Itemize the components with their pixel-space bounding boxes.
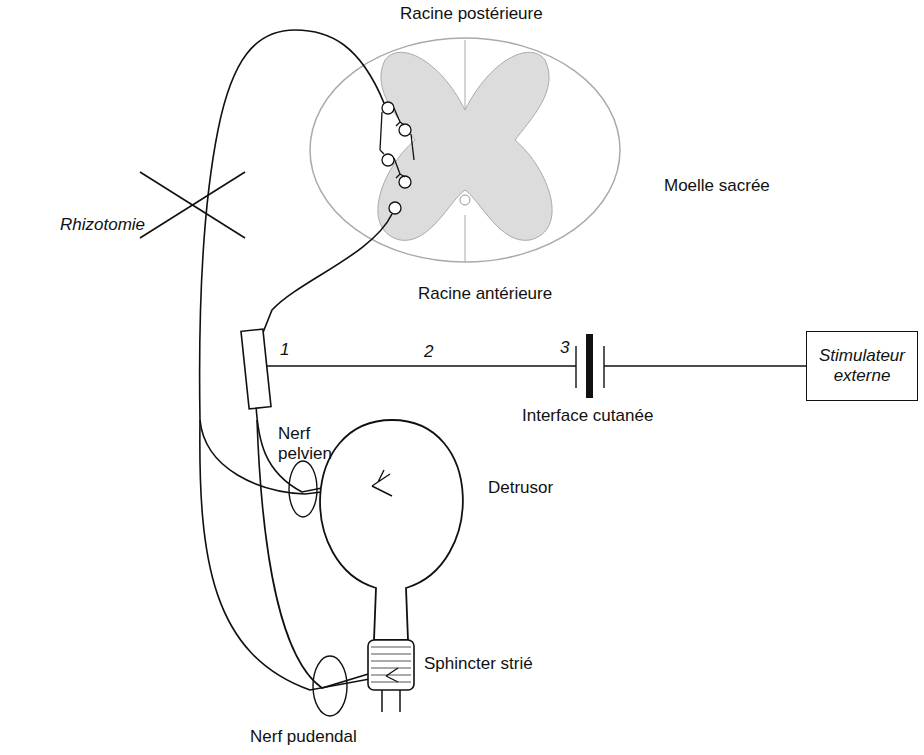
urethra	[381, 690, 383, 712]
procedure-label: Rhizotomie	[60, 215, 145, 235]
rhizotomy-cross	[140, 172, 245, 238]
external-cable	[604, 365, 806, 366]
striated-sphincter	[368, 640, 414, 690]
median-sulcus	[465, 40, 466, 110]
urethra	[399, 690, 401, 712]
callout-number: 3	[560, 338, 569, 358]
interface-plate	[575, 346, 576, 388]
part-label: Moelle sacrée	[664, 176, 770, 196]
implanted-electrode	[241, 329, 271, 409]
skin	[586, 334, 593, 398]
sphincter-nerve-endings	[386, 668, 398, 682]
neurons	[382, 102, 411, 214]
interface-plate	[603, 346, 604, 388]
organ-label: Sphincter strié	[424, 654, 533, 674]
nerve-label: Nerf pudendal	[250, 727, 357, 747]
central-canal	[460, 195, 470, 205]
electrode-cable	[267, 365, 576, 366]
pelvic-nerve-bundle	[289, 461, 317, 517]
bladder-detrusor	[320, 420, 463, 640]
median-fissure	[465, 215, 466, 262]
anterior-root	[262, 214, 392, 335]
organ-label: Detrusor	[488, 478, 553, 498]
synapses	[380, 108, 414, 178]
callout-number: 1	[280, 340, 289, 360]
box-text: Stimulateur externe	[814, 346, 910, 387]
part-label: Interface cutanée	[522, 406, 653, 426]
nerve-label: Nerf pelvien	[278, 424, 338, 465]
stimulator-box: Stimulateur externe	[806, 331, 918, 401]
part-label: Racine postérieure	[400, 4, 543, 24]
detrusor-nerve-endings	[372, 470, 392, 496]
callout-number: 2	[424, 342, 433, 362]
pudendal-nerve-bundle	[313, 656, 347, 716]
posterior-root	[200, 30, 384, 420]
sphincter-striation	[371, 647, 411, 682]
part-label: Racine antérieure	[418, 284, 552, 304]
spinal-cord	[310, 38, 620, 262]
